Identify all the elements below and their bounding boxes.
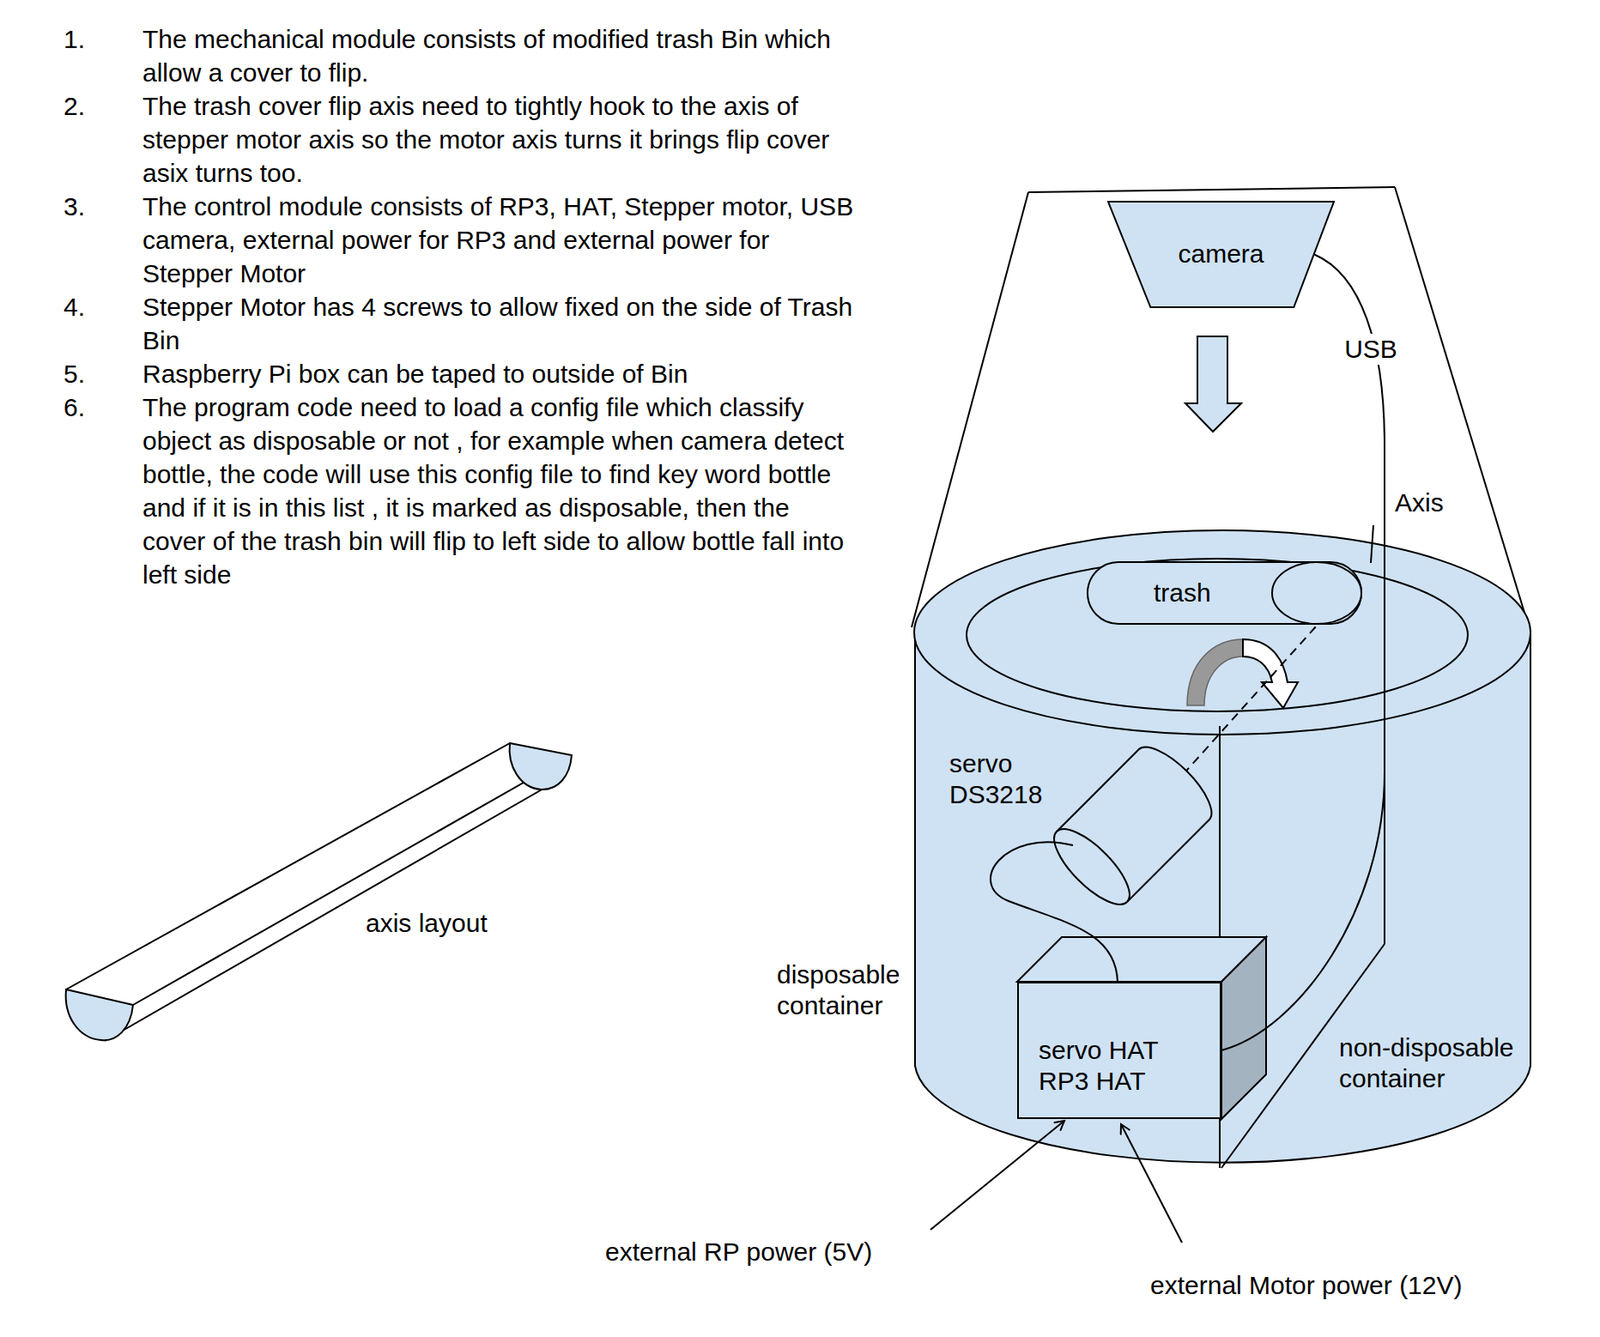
bin-rim: [914, 530, 1531, 735]
axis-leader: [1370, 525, 1374, 564]
node-shape: [1086, 561, 1363, 625]
list-note: The mechanical module consists of modifi…: [142, 22, 855, 90]
servo-motor: [1042, 736, 1223, 916]
servo-label: servo DS3218: [949, 748, 1053, 811]
camera-box: camera: [1107, 200, 1335, 309]
servo-face: [1042, 818, 1140, 916]
box-side-face: [1221, 937, 1267, 1120]
list-number: 1.: [63, 22, 85, 56]
servo-outline: [1127, 820, 1209, 903]
node-text: camera: [1117, 238, 1325, 270]
list-note: The trash cover flip axis need to tightl…: [142, 89, 855, 190]
bin-lid: [966, 558, 1468, 712]
flap-end: [1272, 562, 1362, 625]
axis-edge-line: [133, 755, 572, 1006]
hat-box: servo HATRP3 HAT: [1017, 981, 1222, 1120]
list-number: 4.: [63, 290, 85, 324]
axis-layout-label: axis layout: [365, 908, 488, 940]
servo-outline: [1056, 750, 1139, 832]
rotation-arrow: [1187, 639, 1243, 706]
power-lead: [930, 1121, 1065, 1231]
trash-pill: [1087, 562, 1362, 625]
list-note: Raspberry Pi box can be taped to outside…: [142, 357, 855, 391]
list-note: Stepper Motor has 4 screws to allow fixe…: [142, 290, 855, 358]
camera-trapezoid: [1108, 201, 1334, 308]
usb-cable: [1221, 254, 1385, 1052]
servo-cable: [990, 842, 1118, 982]
axis-edge-line: [66, 743, 510, 990]
view-cone-line: [1028, 187, 1395, 193]
list-number: 6.: [63, 390, 85, 425]
node-text: trash: [1153, 577, 1212, 609]
axis-label: Axis: [1394, 487, 1444, 519]
list-number: 2.: [63, 89, 85, 123]
container-label: non-disposable container: [1339, 1032, 1524, 1095]
list-number: 5.: [63, 357, 85, 391]
list-number: 3.: [63, 189, 85, 224]
node-text: servo HAT: [1038, 1035, 1158, 1067]
power-label: external Motor power (12V): [1150, 1270, 1463, 1302]
axis-edge-line: [104, 785, 550, 1042]
axis-end-cap: [66, 989, 134, 1041]
trash-flap: trash: [1086, 561, 1363, 625]
list-note: The program code need to load a config f…: [142, 390, 855, 592]
power-label: external RP power (5V): [605, 1236, 873, 1268]
power-lead: [1121, 1124, 1182, 1243]
flip-axis: [1173, 625, 1317, 786]
box-front-face: [1018, 982, 1221, 1119]
down-arrow: [1185, 336, 1242, 432]
edge-label: USB: [1342, 333, 1400, 365]
node-text: RP3 HAT: [1038, 1066, 1146, 1097]
container-label: disposable container: [776, 959, 915, 1022]
list-note: The control module consists of RP3, HAT,…: [142, 189, 855, 291]
axis-end-cap: [509, 743, 572, 790]
